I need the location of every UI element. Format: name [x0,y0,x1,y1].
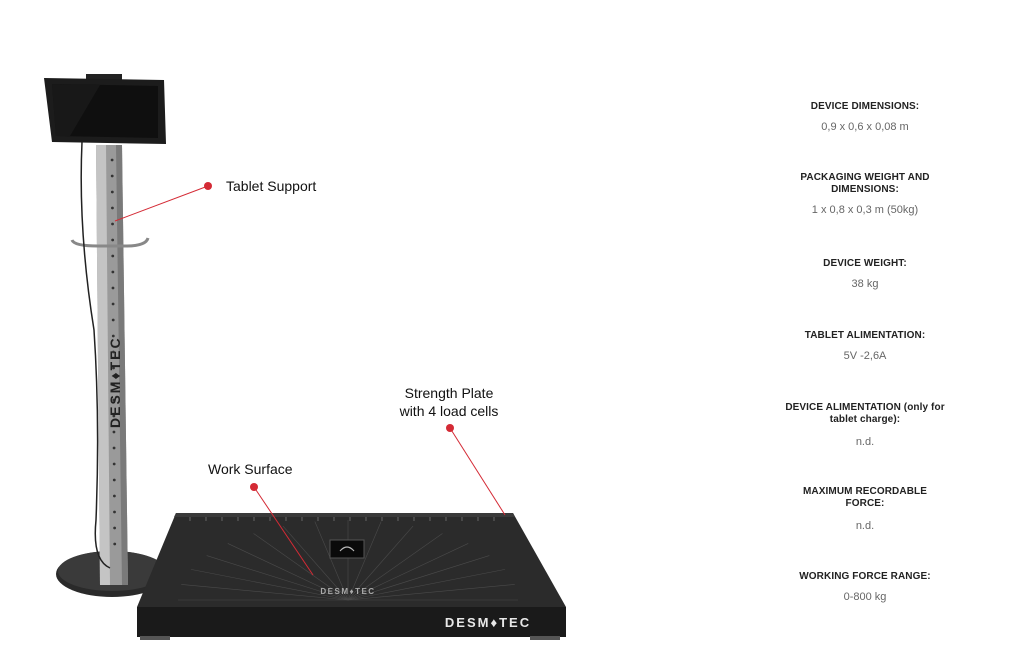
pole-holes [110,158,117,546]
spec-item: DEVICE WEIGHT: 38 kg [780,258,950,291]
spec-value: 0-800 kg [843,591,887,603]
spec-value: 38 kg [851,278,879,290]
callout-lines [114,185,506,576]
spec-value: n.d. [855,520,875,532]
plate-display [329,539,365,559]
stand-hooks [70,237,150,248]
spec-title: DEVICE ALIMENTATION (only for tablet cha… [785,402,945,425]
spec-title: DEVICE DIMENSIONS: [810,101,920,112]
callout-strength-plate: Strength Plate with 4 load cells [384,384,514,420]
stand-pole [96,145,128,585]
spec-title: TABLET ALIMENTATION: [804,330,926,341]
spec-item: WORKING FORCE RANGE: 0-800 kg [780,571,950,604]
strength-plate-marker [446,424,454,432]
plate-logo-front: DESM♦TEC [445,615,531,630]
spec-item: DEVICE DIMENSIONS: 0,9 x 0,6 x 0,08 m [780,101,950,134]
callout-strength-plate-line1: Strength Plate [404,385,494,401]
spec-value: 5V -2,6A [843,350,887,362]
spec-title: WORKING FORCE RANGE: [799,571,931,582]
work-surface-marker [250,483,258,491]
plate-grid [178,517,518,601]
callout-work-surface: Work Surface [208,461,293,477]
spec-value: 1 x 0,8 x 0,3 m (50kg) [811,204,919,216]
callout-strength-plate-line2: with 4 load cells [399,403,499,419]
tablet [44,74,166,144]
spec-item: DEVICE ALIMENTATION (only for tablet cha… [780,402,950,449]
spec-value: 0,9 x 0,6 x 0,08 m [821,121,909,133]
spec-item: PACKAGING WEIGHT AND DIMENSIONS: 1 x 0,8… [780,172,950,217]
callout-tablet-support: Tablet Support [226,178,317,194]
product-illustration: DESM♦TEC DESM♦TEC DESM♦TEC [44,74,566,640]
spec-title: PACKAGING WEIGHT AND DIMENSIONS: [800,172,930,195]
spec-item: MAXIMUM RECORDABLE FORCE: n.d. [780,486,950,533]
tablet-support-marker [204,182,212,190]
spec-value: n.d. [855,436,875,448]
pole-logo: DESM♦TEC [107,336,123,428]
spec-item: TABLET ALIMENTATION: 5V -2,6A [780,330,950,363]
plate-logo-small: DESM♦TEC [320,587,375,596]
tablet-cable [80,141,111,569]
spec-title: MAXIMUM RECORDABLE FORCE: [802,486,928,509]
spec-title: DEVICE WEIGHT: [823,258,907,269]
strength-plate [137,513,566,640]
